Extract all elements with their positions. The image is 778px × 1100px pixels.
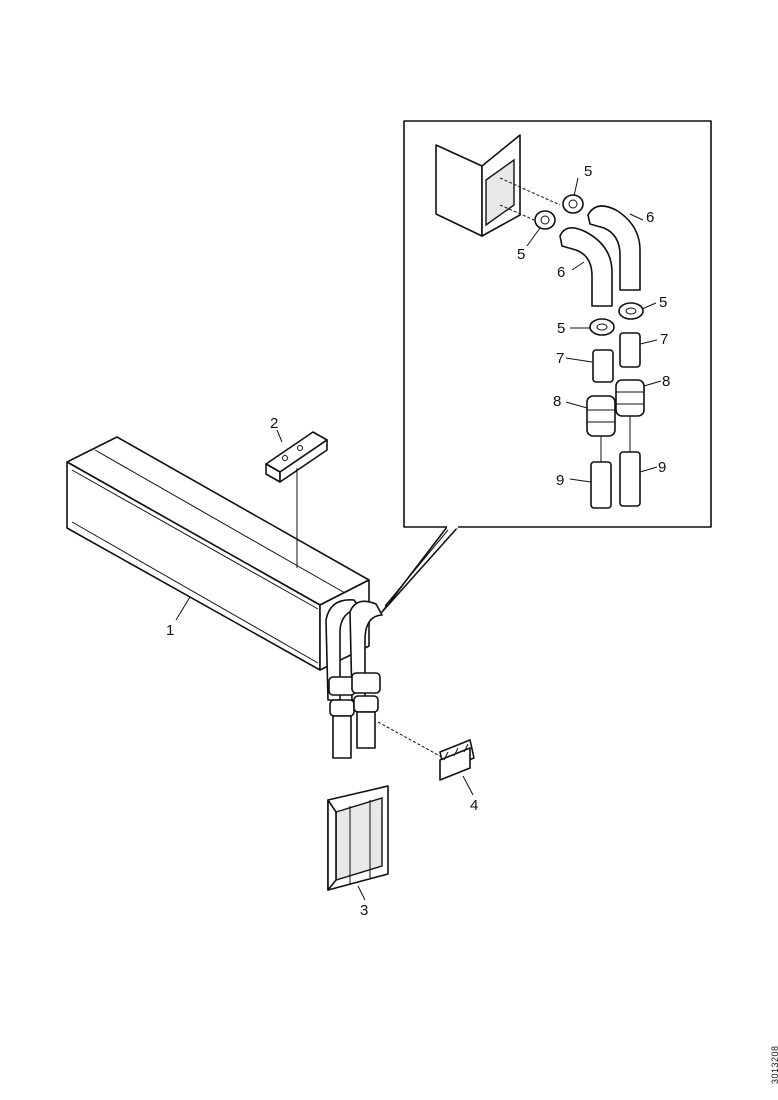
callout-7b: 7	[556, 350, 564, 367]
callout-8b: 8	[553, 393, 561, 410]
document-id: 3013208	[770, 1045, 778, 1084]
leader-lines	[175, 429, 474, 901]
callout-6b: 6	[557, 264, 565, 281]
detail-callout-frame	[381, 120, 712, 613]
callout-6a: 6	[646, 209, 654, 226]
cover-part-3	[327, 785, 389, 891]
bracket-part-2	[265, 431, 328, 568]
clamp-part-4	[377, 721, 475, 781]
callout-5d: 5	[557, 320, 565, 337]
callout-8a: 8	[662, 373, 670, 390]
detail-view	[435, 134, 662, 509]
callout-7a: 7	[660, 331, 668, 348]
callout-5c: 5	[659, 294, 667, 311]
callout-3: 3	[360, 902, 368, 919]
heater-core-housing	[66, 436, 370, 671]
callout-5a: 5	[584, 163, 592, 180]
callout-9a: 9	[556, 472, 564, 489]
callout-1: 1	[166, 622, 174, 639]
callout-2: 2	[270, 415, 278, 432]
housing-pipes	[325, 599, 383, 759]
callout-4: 4	[470, 797, 478, 814]
callout-5b: 5	[517, 246, 525, 263]
callout-labels: 1 2 3 4 5 5 6 6 5 5 7 7 8 8 9 9	[166, 163, 670, 919]
callout-9b: 9	[658, 459, 666, 476]
